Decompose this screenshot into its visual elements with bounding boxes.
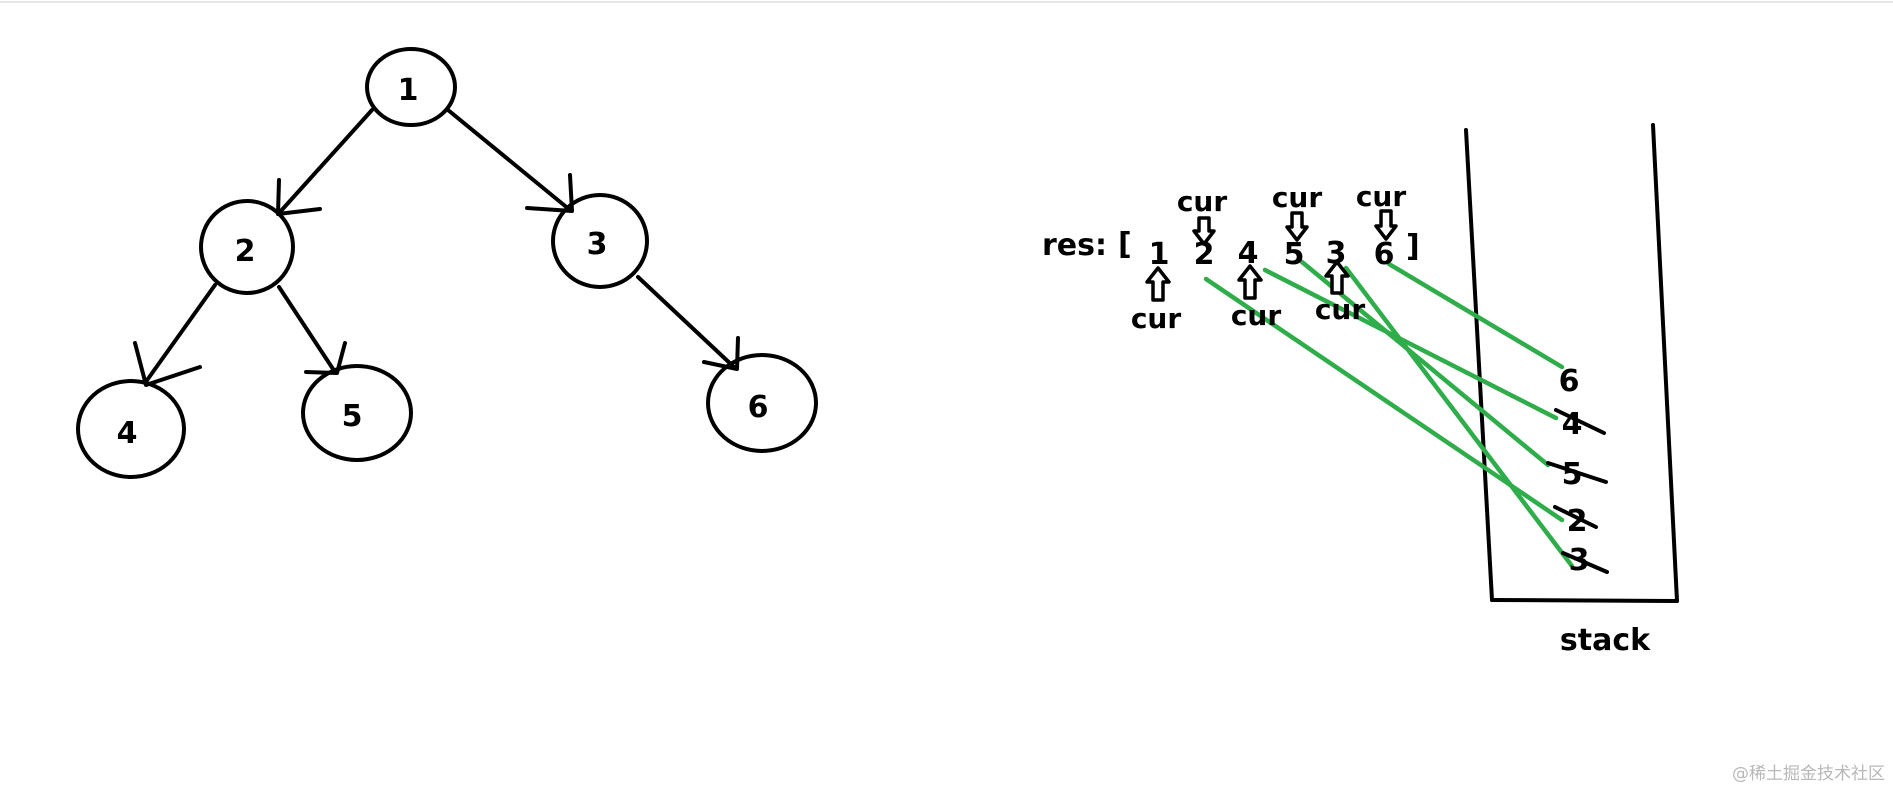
tree-node-label: 4	[117, 416, 138, 451]
strike-5	[1546, 461, 1608, 484]
down-arrow-icon	[1285, 211, 1309, 242]
connector-3	[1343, 265, 1575, 569]
up-arrow-icon	[1237, 264, 1263, 300]
tree-node-label: 5	[342, 399, 363, 434]
binary-tree: 1 2 3 4 5 6	[76, 47, 818, 479]
res-row: res: [ 1 2 4 5 3 6 ]	[1042, 227, 1420, 272]
stack-container	[1464, 123, 1679, 603]
stack-item-6: 6	[1559, 364, 1580, 399]
tree-edge-1-2	[276, 108, 374, 216]
res-open-bracket: [	[1118, 227, 1132, 262]
cur-label-bottom: cur	[1131, 302, 1182, 335]
strike-4	[1554, 408, 1606, 435]
tree-edge-3-6	[636, 275, 740, 371]
cur-label-top: cur	[1177, 185, 1228, 218]
watermark-text: @稀土掘金技术社区	[1732, 764, 1885, 784]
cur-bottom-group: cur cur cur	[1131, 260, 1366, 335]
tree-edge-1-3	[446, 108, 574, 213]
res-item-6: 6	[1374, 237, 1395, 272]
stack-strikes	[1546, 408, 1609, 574]
res-prefix: res:	[1042, 228, 1107, 263]
stack-label: stack	[1560, 623, 1651, 658]
tree-node-5: 5	[301, 364, 413, 462]
res-item-5: 5	[1284, 237, 1305, 272]
tree-node-label: 6	[748, 390, 769, 425]
up-arrow-icon	[1145, 266, 1171, 302]
down-arrow-icon	[1192, 216, 1216, 246]
stack-item-5: 5	[1562, 457, 1583, 492]
res-item-3: 3	[1326, 236, 1347, 271]
tree-edge-2-4	[133, 283, 217, 387]
green-connectors	[1203, 259, 1575, 569]
tree-edge-2-5	[277, 285, 347, 375]
res-item-2: 2	[1194, 237, 1215, 272]
connector-2	[1203, 276, 1565, 523]
down-arrow-icon	[1374, 209, 1398, 241]
tree-node-2: 2	[199, 199, 295, 295]
cur-label-bottom: cur	[1315, 293, 1366, 326]
connector-5	[1299, 259, 1551, 468]
res-close-bracket: ]	[1406, 229, 1420, 264]
connector-4	[1262, 267, 1559, 421]
cur-label-top: cur	[1356, 180, 1407, 213]
tree-node-1: 1	[365, 47, 457, 127]
up-arrow-icon	[1324, 260, 1350, 295]
connector-6	[1386, 261, 1565, 370]
tree-node-label: 3	[587, 227, 608, 262]
cur-top-group: cur cur cur	[1177, 180, 1407, 246]
res-item-1: 1	[1149, 237, 1170, 272]
tree-node-3: 3	[551, 193, 649, 289]
tree-node-label: 1	[398, 73, 419, 108]
strike-3	[1561, 551, 1609, 574]
cur-label-top: cur	[1272, 181, 1323, 214]
strike-2	[1553, 505, 1598, 529]
tree-node-label: 2	[235, 234, 256, 269]
res-item-4: 4	[1238, 236, 1259, 271]
stack-item-2: 2	[1567, 504, 1588, 539]
tree-node-6: 6	[706, 353, 818, 453]
cur-label-bottom: cur	[1231, 299, 1282, 332]
tree-node-4: 4	[76, 379, 186, 479]
stack-items: 6 4 5 2 3	[1559, 364, 1590, 578]
